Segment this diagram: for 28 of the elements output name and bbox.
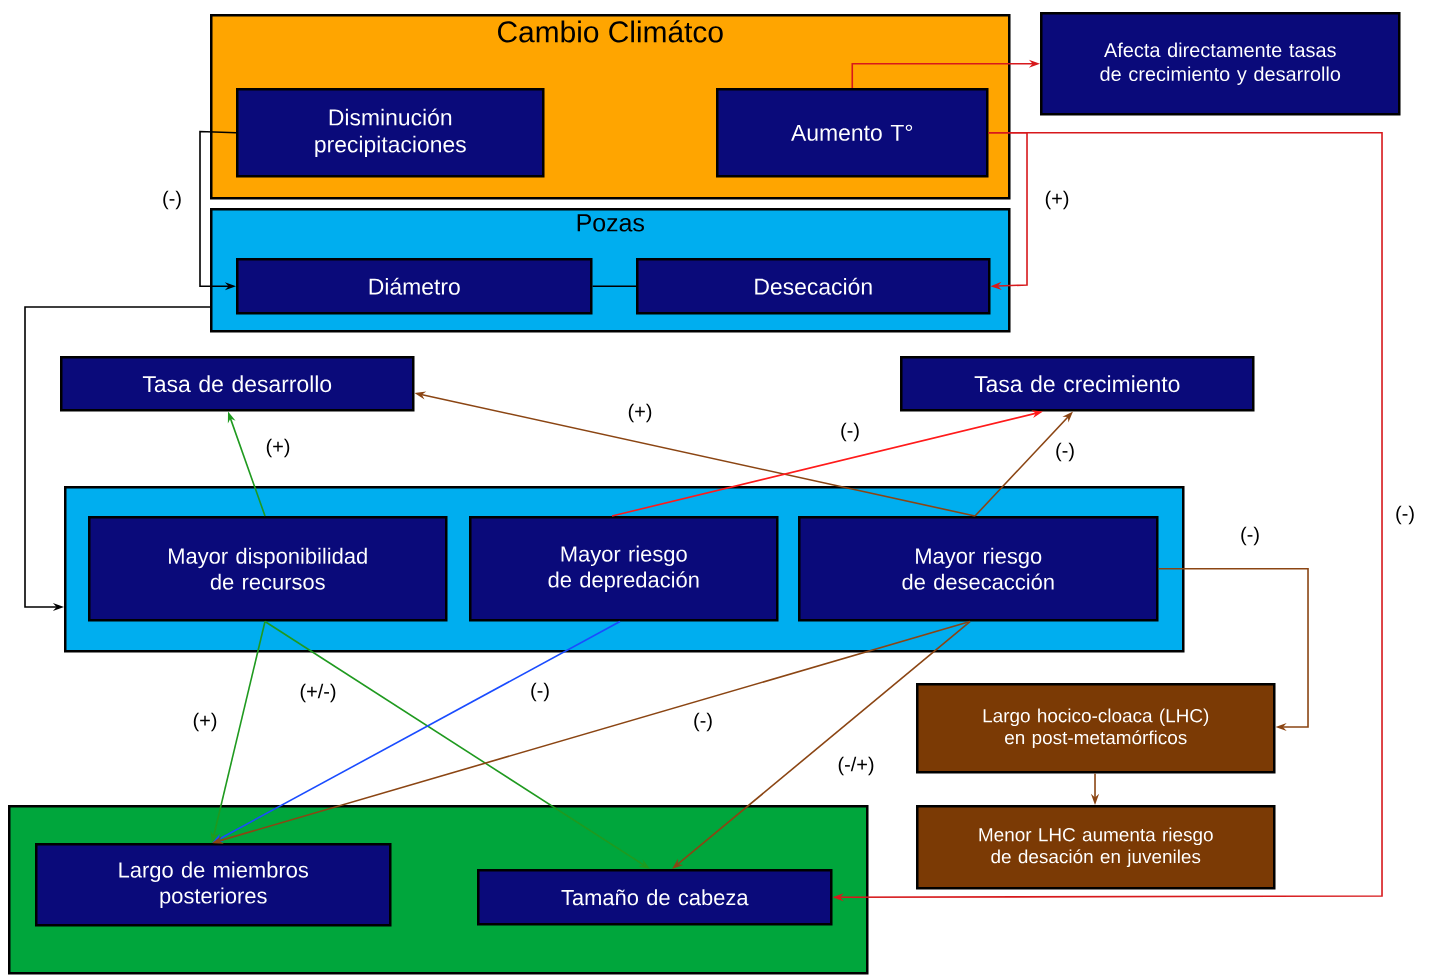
process-box: Tasa de desarrollo xyxy=(60,356,415,412)
edge-label: (-) xyxy=(692,711,714,733)
edge-label: (+) xyxy=(1043,189,1071,211)
edge-label: (-) xyxy=(1054,441,1076,463)
process-box: Largo hocico-cloaca (LHC) en post-metamórficos xyxy=(916,683,1276,774)
edge-label: (-) xyxy=(839,421,861,443)
edge-label: (+) xyxy=(264,437,292,459)
process-box: Aumento T° xyxy=(716,88,989,178)
process-box: Tamaño de cabeza xyxy=(477,869,833,926)
edge-label: (-) xyxy=(1239,525,1261,547)
edge-label: (-) xyxy=(529,681,551,703)
process-box: Desecación xyxy=(636,258,991,315)
process-box: Afecta directamente tasas de crecimiento y desarrollo xyxy=(1040,12,1401,116)
edge-label: (+) xyxy=(626,402,654,424)
arrow xyxy=(1157,567,1309,732)
edge-label: (+/-) xyxy=(298,682,338,704)
process-box: Disminución precipitaciones xyxy=(236,88,545,178)
process-box: Diámetro xyxy=(236,258,593,315)
edge-label: (-) xyxy=(1394,504,1416,526)
process-box: Menor LHC aumenta riesgo de desación en juveniles xyxy=(916,805,1276,890)
process-box: Tasa de crecimiento xyxy=(900,356,1255,412)
edge-label: (-/+) xyxy=(836,755,876,777)
process-box: Mayor riesgo de depredación xyxy=(469,516,779,622)
process-box: Mayor disponibilidad de recursos xyxy=(88,516,448,622)
edge-label: (-) xyxy=(161,189,183,211)
process-box: Mayor riesgo de desecacción xyxy=(798,516,1159,622)
edge-label: (+) xyxy=(191,711,219,733)
process-box: Largo de miembros posteriores xyxy=(35,843,392,927)
